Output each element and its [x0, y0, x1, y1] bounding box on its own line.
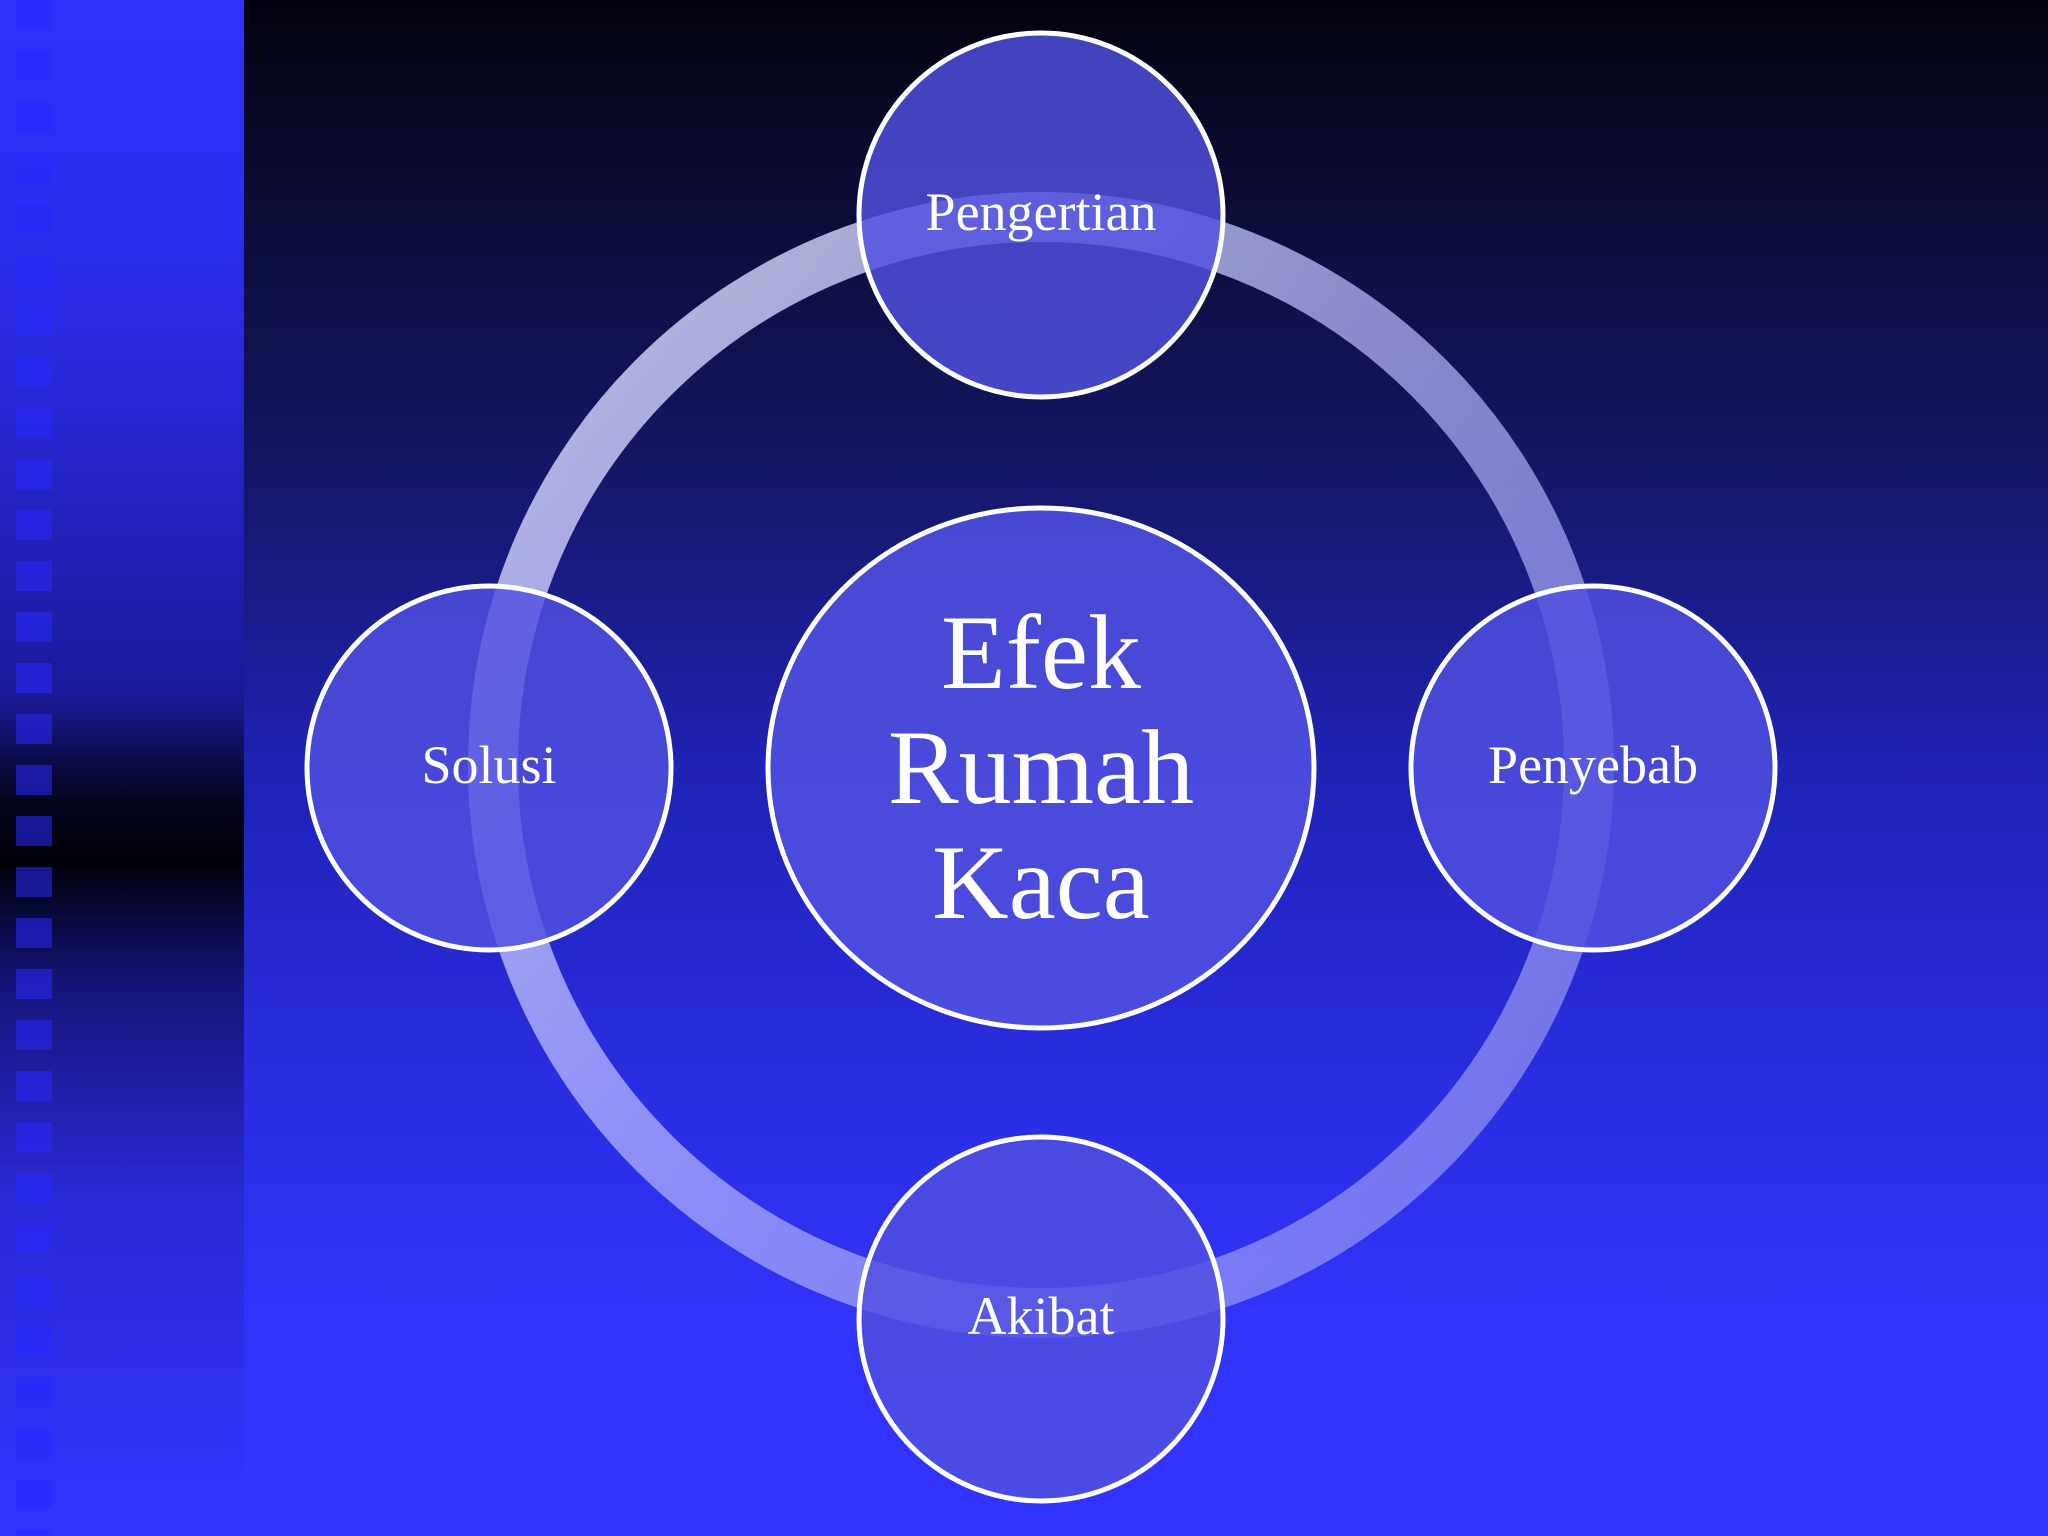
- node-pengertian-label: Pengertian: [926, 182, 1157, 242]
- node-pengertian: Pengertian: [856, 30, 1226, 400]
- center-line-3: Kaca: [932, 824, 1150, 941]
- node-akibat-label: Akibat: [968, 1286, 1115, 1346]
- center-node: Efek Rumah Kaca: [765, 505, 1317, 1031]
- sidebar-squares: [16, 0, 52, 1536]
- node-akibat: Akibat: [856, 1134, 1226, 1504]
- center-line-2: Rumah: [888, 709, 1194, 826]
- node-penyebab: Penyebab: [1408, 583, 1778, 953]
- center-line-1: Efek: [941, 594, 1141, 711]
- sidebar-decoration: [0, 0, 244, 1536]
- node-penyebab-label: Penyebab: [1488, 735, 1698, 795]
- node-solusi: Solusi: [304, 583, 674, 953]
- node-solusi-label: Solusi: [421, 735, 556, 795]
